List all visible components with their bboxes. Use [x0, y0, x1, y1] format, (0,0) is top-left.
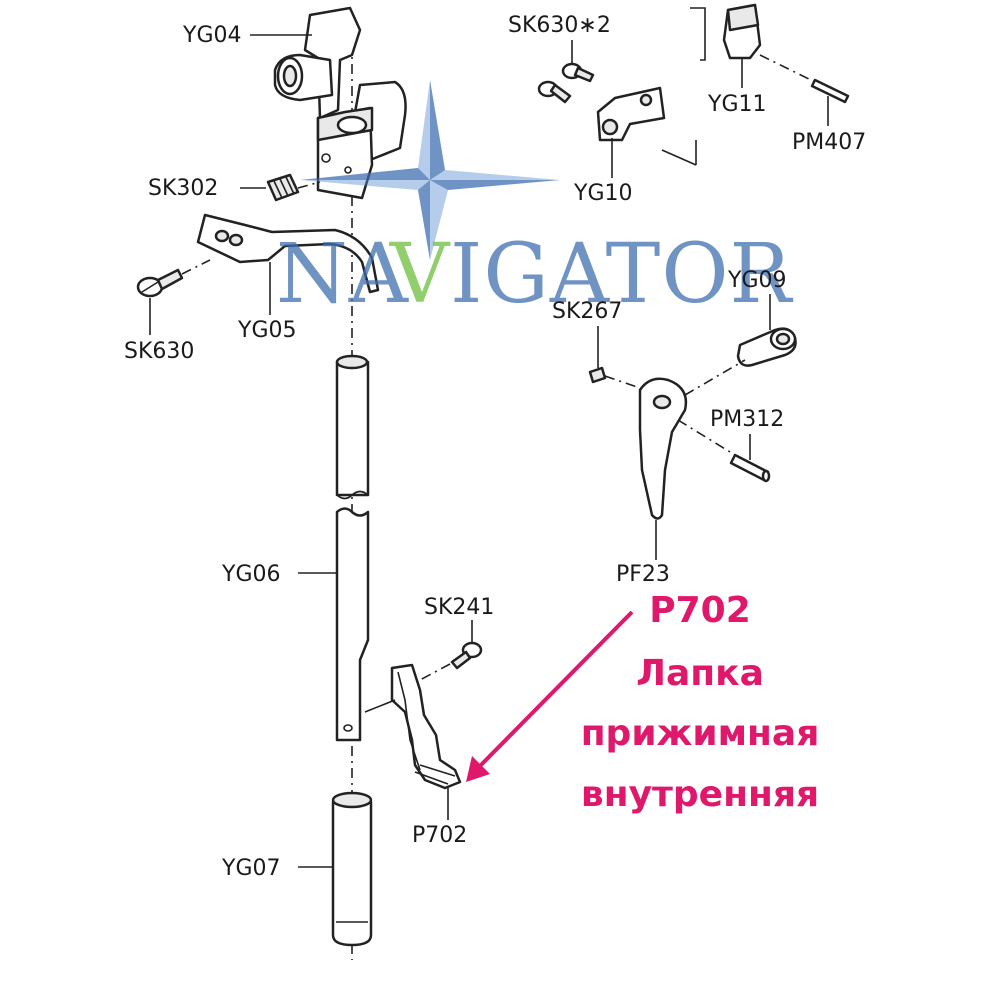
callout-arrowhead-icon [466, 756, 490, 782]
label-pm312: PM312 [710, 407, 784, 432]
label-sk267: SK267 [552, 299, 622, 324]
sk241-screw [419, 641, 483, 681]
callout-line-2: прижимная [581, 713, 820, 754]
label-yg04: YG04 [182, 23, 241, 48]
label-sk241: SK241 [424, 595, 494, 620]
yg09-sleeve [736, 327, 797, 367]
sk302-screw [266, 173, 321, 202]
p702-callout: P702 Лапка прижимная внутренняя [466, 590, 819, 815]
label-yg07: YG07 [221, 856, 280, 881]
sk267-screw [588, 366, 641, 389]
watermark-text-v: V [389, 227, 451, 322]
label-sk630: SK630 [124, 339, 194, 364]
watermark-text-right: IGATOR [450, 227, 794, 322]
label-sk302: SK302 [148, 176, 218, 201]
navigator-watermark: NA V IGATOR [276, 80, 794, 322]
yg10-bracket [596, 86, 666, 142]
callout-arrow-line [476, 610, 634, 770]
pm407-pin [759, 54, 850, 104]
label-yg11: YG11 [707, 92, 766, 117]
callout-line-1: Лапка [636, 653, 764, 694]
yg06-rod-lower [335, 507, 370, 742]
label-yg05: YG05 [237, 318, 296, 343]
yg11-part [661, 3, 762, 166]
p702-presser-foot [364, 663, 462, 790]
label-yg06: YG06 [221, 562, 280, 587]
pf23-lever [638, 359, 746, 520]
label-yg10: YG10 [573, 181, 632, 206]
label-yg09: YG09 [727, 268, 786, 293]
pm312-pin [729, 453, 771, 483]
watermark-text-left: NA [276, 227, 410, 322]
yg05-bracket-plate [196, 213, 380, 294]
label-sk630x2: SK630∗2 [508, 13, 611, 38]
yg04-bracket [273, 6, 407, 200]
yg07-sleeve [331, 791, 373, 947]
label-pf23: PF23 [616, 562, 670, 587]
sk630x2-screws [537, 62, 595, 104]
callout-line-3: внутренняя [581, 774, 819, 815]
sk630-screw [136, 259, 211, 298]
label-pm407: PM407 [792, 130, 866, 155]
callout-code: P702 [649, 590, 751, 631]
yg06-rod-upper [335, 354, 370, 500]
label-p702: P702 [412, 823, 467, 848]
